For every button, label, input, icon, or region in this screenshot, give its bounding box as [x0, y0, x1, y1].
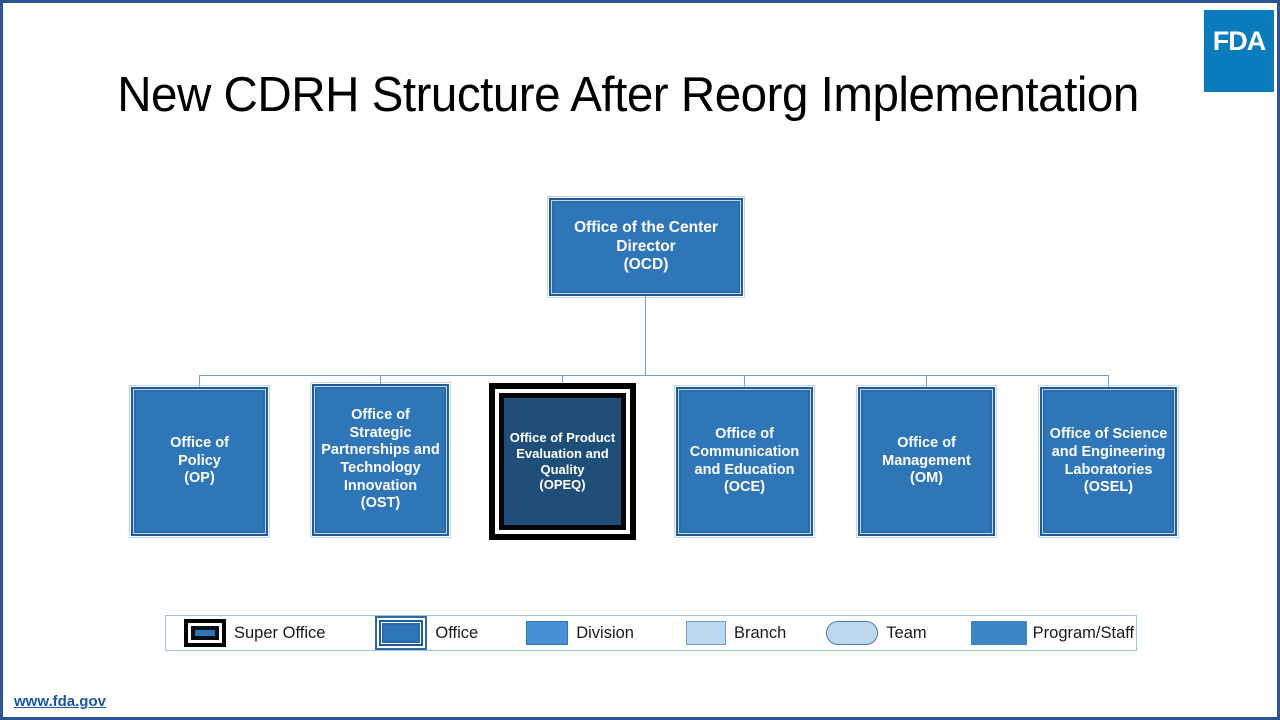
legend-item-division[interactable]: Division — [526, 616, 634, 650]
connector-root-stem — [645, 296, 646, 376]
connector-drop-om — [926, 375, 927, 388]
legend-label-program-staff: Program/Staff — [1032, 623, 1135, 642]
legend-label-branch: Branch — [734, 623, 787, 642]
connector-horizontal-bus — [199, 375, 1109, 376]
fda-logo-text: FDA — [1212, 26, 1266, 56]
legend-item-program-staff[interactable]: Program/Staff — [970, 616, 1135, 650]
footer-link-fda-gov[interactable]: www.fda.gov — [14, 693, 106, 710]
legend-item-office[interactable]: Office — [375, 616, 478, 650]
fda-logo: FDA — [1204, 10, 1274, 92]
legend-label-division: Division — [576, 623, 634, 642]
connector-drop-osel — [1108, 375, 1109, 388]
legend: Super Office Office Division Branch Team… — [165, 615, 1137, 651]
legend-label-super-office: Super Office — [234, 623, 326, 642]
legend-swatch-division — [526, 621, 569, 645]
legend-item-branch[interactable]: Branch — [686, 616, 786, 650]
legend-item-super-office[interactable]: Super Office — [184, 616, 325, 650]
legend-label-office: Office — [435, 623, 479, 642]
connector-drop-ost — [380, 375, 381, 388]
legend-label-team: Team — [886, 623, 927, 642]
legend-item-team[interactable]: Team — [826, 616, 927, 650]
connector-drop-oce — [744, 375, 745, 388]
legend-swatch-branch — [686, 621, 726, 645]
connector-drop-opeq — [562, 375, 563, 386]
page-title: New CDRH Structure After Reorg Implement… — [117, 68, 1139, 122]
legend-swatch-office — [379, 620, 424, 646]
legend-swatch-super-office — [184, 619, 226, 647]
legend-swatch-team — [826, 621, 879, 645]
legend-swatch-program-staff — [970, 621, 1027, 645]
connector-drop-op — [199, 375, 200, 388]
